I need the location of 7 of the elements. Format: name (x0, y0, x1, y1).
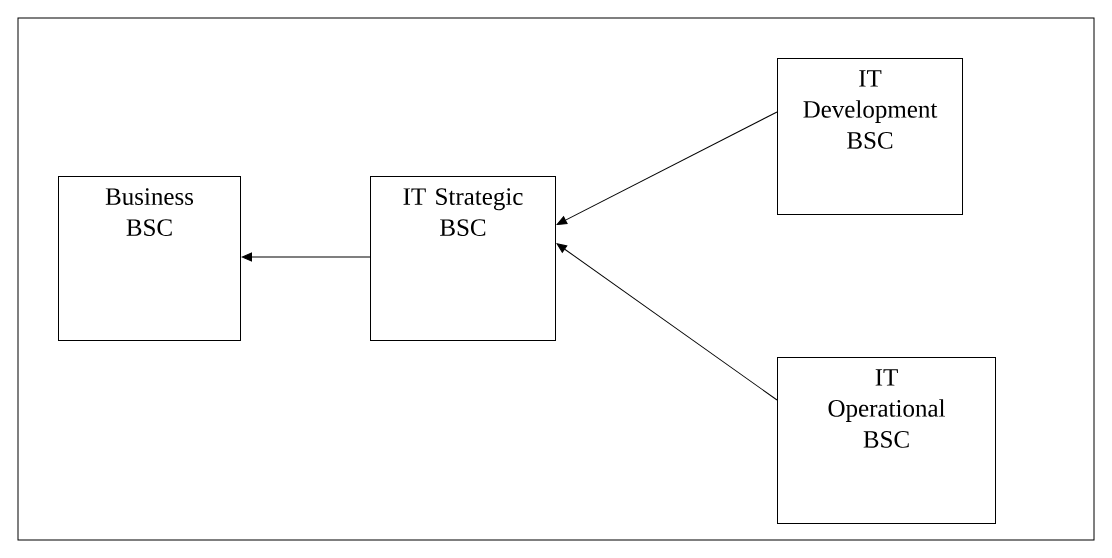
process-box: IT Development BSC (777, 58, 963, 215)
arrow (556, 243, 778, 401)
process-box: IT Operational BSC (777, 357, 996, 524)
arrow (241, 252, 371, 262)
arrow (556, 111, 778, 225)
process-box: Business BSC (58, 176, 241, 341)
process-box: IT Strategic BSC (370, 176, 556, 341)
